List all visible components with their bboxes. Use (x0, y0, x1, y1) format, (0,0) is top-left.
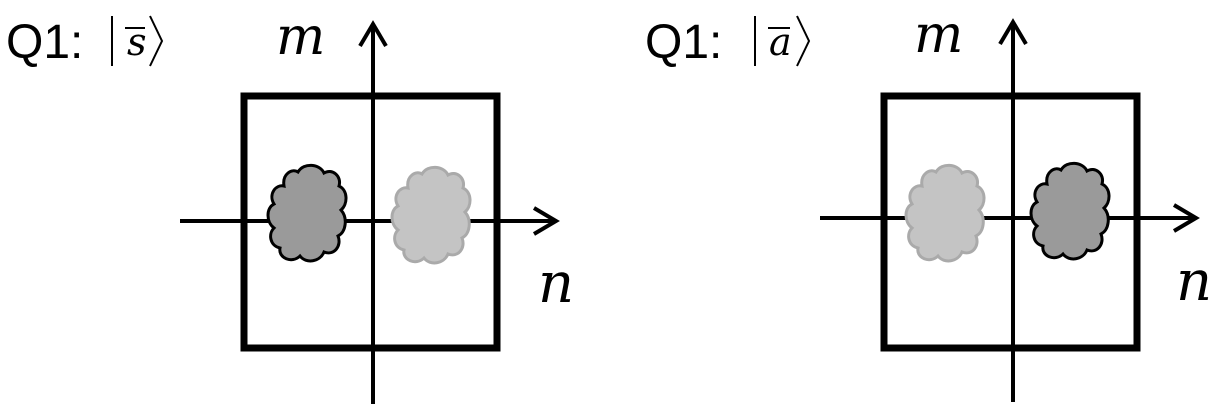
ket-notation: s (111, 15, 164, 67)
ket-angle (796, 15, 811, 67)
dark-blob (266, 163, 348, 263)
horizontal-axis-arrow (1172, 203, 1200, 233)
vertical-axis-label: m (276, 7, 325, 67)
ket-symbol: s (127, 20, 147, 64)
panel-title: Q1: (645, 16, 736, 69)
horizontal-axis-label: n (1176, 249, 1212, 314)
panel-antisymmetric: Q1: a m n (645, 5, 1212, 402)
ket-notation: a (754, 15, 811, 67)
light-blob (390, 165, 472, 265)
dark-blob (1029, 161, 1111, 261)
frame-box (880, 92, 1141, 352)
vertical-axis-arrow (998, 18, 1028, 46)
light-blob (904, 163, 986, 263)
panel-title-prefix: Q1: (645, 16, 736, 69)
ket-symbol: a (769, 20, 792, 64)
vertical-axis-label: m (914, 5, 963, 65)
horizontal-axis-label: n (538, 251, 574, 316)
panel-symmetric: Q1: s m n (6, 7, 574, 404)
panel-title: Q1: (6, 16, 97, 69)
horizontal-axis-arrow (532, 206, 560, 236)
ket-angle (149, 15, 164, 67)
panel-title-prefix: Q1: (6, 16, 97, 69)
vertical-axis-arrow (358, 20, 388, 48)
